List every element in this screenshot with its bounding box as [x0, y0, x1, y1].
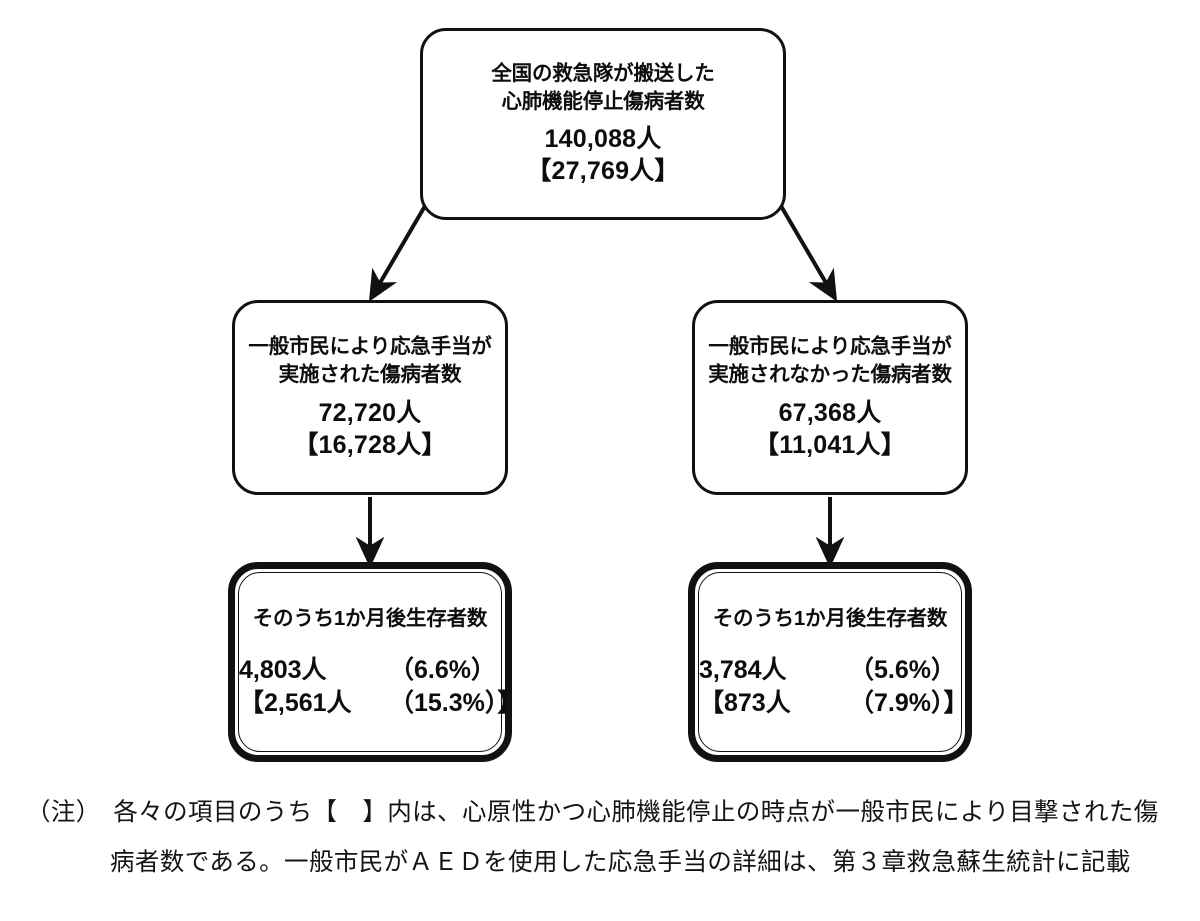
survivor-pct-primary: （5.6%） [849, 656, 956, 685]
survivor-row-bracket: 【873人 （7.9%）】 [699, 687, 969, 720]
survivor-count-primary: 3,784人 [699, 656, 787, 685]
node-bystander-cpr-performed: 一般市民により応急手当が 実施された傷病者数 72,720人 【16,728人】 [232, 300, 508, 495]
survivor-row-primary: 4,803人 （6.6%） [239, 654, 501, 687]
survivor-pct-bracket: （15.3%）】 [389, 688, 523, 717]
node-total-transported-bracket-value: 【27,769人】 [526, 157, 680, 186]
node-survivors-cpr-not-performed-title: そのうち1か月後生存者数 [712, 606, 948, 630]
node-total-transported-title: 全国の救急隊が搬送した 心肺機能停止傷病者数 [491, 62, 715, 113]
node-survivors-cpr-not-performed-values: 3,784人 （5.6%） 【873人 （7.9%）】 [699, 654, 969, 720]
arrow-top-to-mid-left [368, 204, 427, 302]
node-survivors-cpr-performed-values: 4,803人 （6.6%） 【2,561人 （15.3%）】 [239, 654, 523, 720]
survivor-row-primary: 3,784人 （5.6%） [699, 654, 961, 687]
survivor-count-bracket: 【2,561人 [239, 688, 352, 717]
node-bystander-cpr-performed-title: 一般市民により応急手当が 実施された傷病者数 [248, 335, 492, 386]
survivor-pct-primary: （6.6%） [389, 656, 496, 685]
node-survivors-cpr-performed: そのうち1か月後生存者数 4,803人 （6.6%） 【2,561人 （15.3… [228, 562, 523, 762]
node-total-transported: 全国の救急隊が搬送した 心肺機能停止傷病者数 140,088人 【27,769人… [420, 28, 786, 220]
survivor-pct-bracket: （7.9%）】 [849, 688, 969, 717]
node-bystander-cpr-performed-bracket-value: 【16,728人】 [293, 431, 447, 460]
survivor-row-bracket: 【2,561人 （15.3%）】 [239, 687, 523, 720]
footnote: （注） 各々の項目のうち【 】内は、心原性かつ心肺機能停止の時点が一般市民により… [26, 788, 1184, 888]
survivor-count-bracket: 【873人 [699, 688, 791, 717]
node-bystander-cpr-not-performed-bracket-value: 【11,041人】 [754, 431, 906, 460]
footnote-line-1: （注） 各々の項目のうち【 】内は、心原性かつ心肺機能停止の時点が一般市民により… [26, 799, 1159, 826]
survivor-count-primary: 4,803人 [239, 656, 327, 685]
node-total-transported-value: 140,088人 [544, 124, 662, 153]
node-bystander-cpr-not-performed: 一般市民により応急手当が 実施されなかった傷病者数 67,368人 【11,04… [692, 300, 968, 495]
node-survivors-cpr-performed-title: そのうち1か月後生存者数 [252, 606, 488, 630]
node-bystander-cpr-not-performed-value: 67,368人 [778, 398, 882, 427]
node-bystander-cpr-performed-value: 72,720人 [318, 398, 422, 427]
node-survivors-cpr-not-performed: そのうち1か月後生存者数 3,784人 （5.6%） 【873人 （7.9%）】 [688, 562, 972, 762]
arrow-top-to-mid-right [779, 204, 838, 302]
node-bystander-cpr-not-performed-title: 一般市民により応急手当が 実施されなかった傷病者数 [708, 335, 952, 386]
footnote-line-2: 病者数である。一般市民がＡＥＤを使用した応急手当の詳細は、第３章救急蘇生統計に記… [110, 849, 1131, 877]
